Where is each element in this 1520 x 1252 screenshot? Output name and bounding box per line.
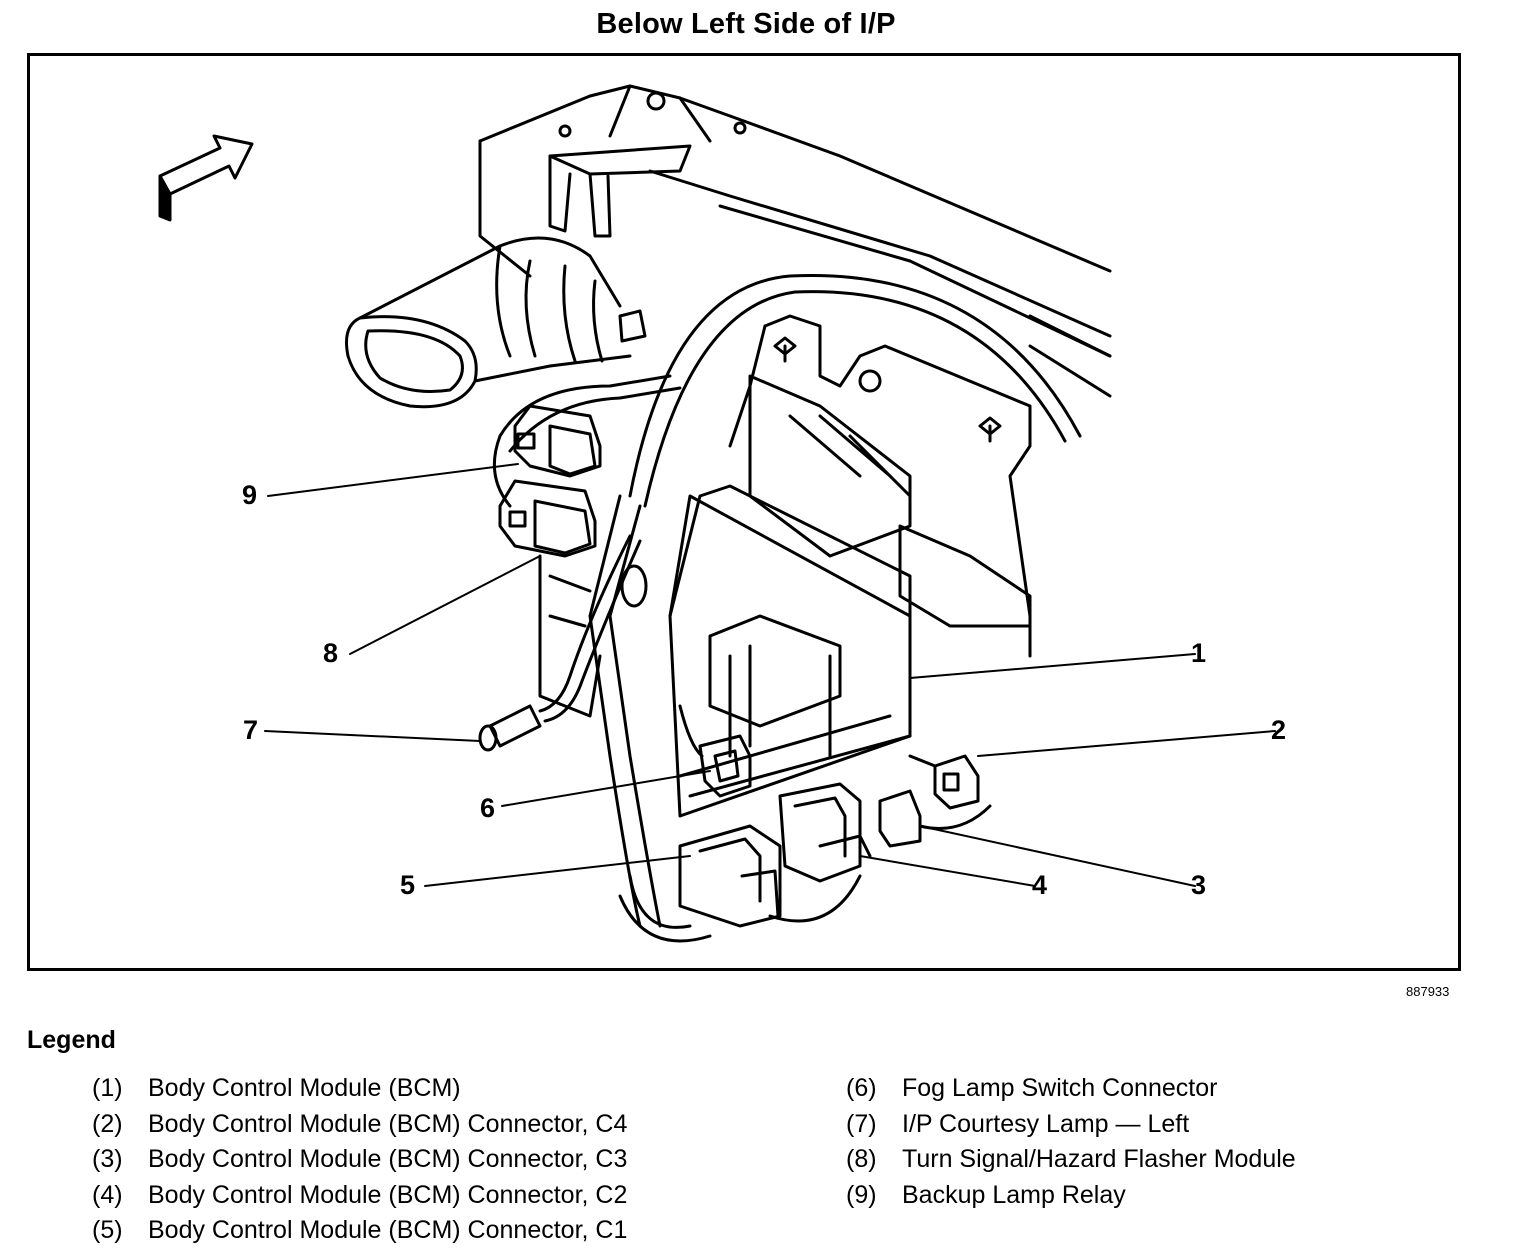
- callout-4: 4: [1032, 870, 1048, 900]
- legend-item: (3)Body Control Module (BCM) Connector, …: [92, 1145, 628, 1173]
- ip-carrier-structure: [478, 84, 1112, 398]
- callout-3: 3: [1191, 870, 1207, 900]
- air-duct: [345, 236, 647, 409]
- legend-column-left: (1)Body Control Module (BCM) (2)Body Con…: [92, 1074, 627, 1252]
- legend-item: (1)Body Control Module (BCM): [92, 1074, 461, 1102]
- wire-harness: [492, 273, 1082, 928]
- callout-2: 2: [1271, 715, 1287, 745]
- legend-item: (9)Backup Lamp Relay: [846, 1180, 1126, 1209]
- illustration-frame: [27, 53, 1461, 971]
- bcm-connector-c2: [768, 782, 872, 923]
- orientation-arrow-icon: [158, 134, 254, 222]
- legend-item: (2)Body Control Module (BCM) Connector, …: [92, 1109, 628, 1138]
- bcm-module: [668, 374, 1032, 818]
- leader-lines: [264, 463, 1276, 887]
- callout-8: 8: [323, 638, 339, 668]
- figure-id: 887933: [1406, 984, 1450, 999]
- callout-7: 7: [243, 715, 259, 745]
- ip-courtesy-lamp: [478, 534, 648, 752]
- legend-item: (7)I/P Courtesy Lamp — Left: [846, 1109, 1190, 1138]
- mounting-bracket: [728, 314, 1032, 658]
- legend-item: (4)Body Control Module (BCM) Connector, …: [92, 1180, 628, 1209]
- legend-item: (6)Fog Lamp Switch Connector: [846, 1074, 1218, 1102]
- callout-1: 1: [1191, 638, 1207, 668]
- fog-lamp-switch-connector: [678, 704, 752, 798]
- callout-9: 9: [242, 480, 258, 510]
- bcm-connector-c4: [908, 754, 980, 810]
- backup-lamp-relay: [513, 404, 602, 478]
- legend-item: (5)Body Control Module (BCM) Connector, …: [92, 1216, 628, 1244]
- legend-item: (8)Turn Signal/Hazard Flasher Module: [846, 1145, 1296, 1173]
- component-illustration: [158, 84, 1276, 943]
- diagram-title: Below Left Side of I/P: [596, 8, 896, 40]
- legend-title: Legend: [27, 1026, 116, 1054]
- callout-6: 6: [480, 793, 496, 823]
- bcm-connector-c1: [618, 824, 782, 943]
- turn-signal-hazard-flasher-module: [498, 479, 602, 718]
- legend-column-right: (6)Fog Lamp Switch Connector (7)I/P Cour…: [846, 1074, 1296, 1216]
- callout-5: 5: [400, 870, 416, 900]
